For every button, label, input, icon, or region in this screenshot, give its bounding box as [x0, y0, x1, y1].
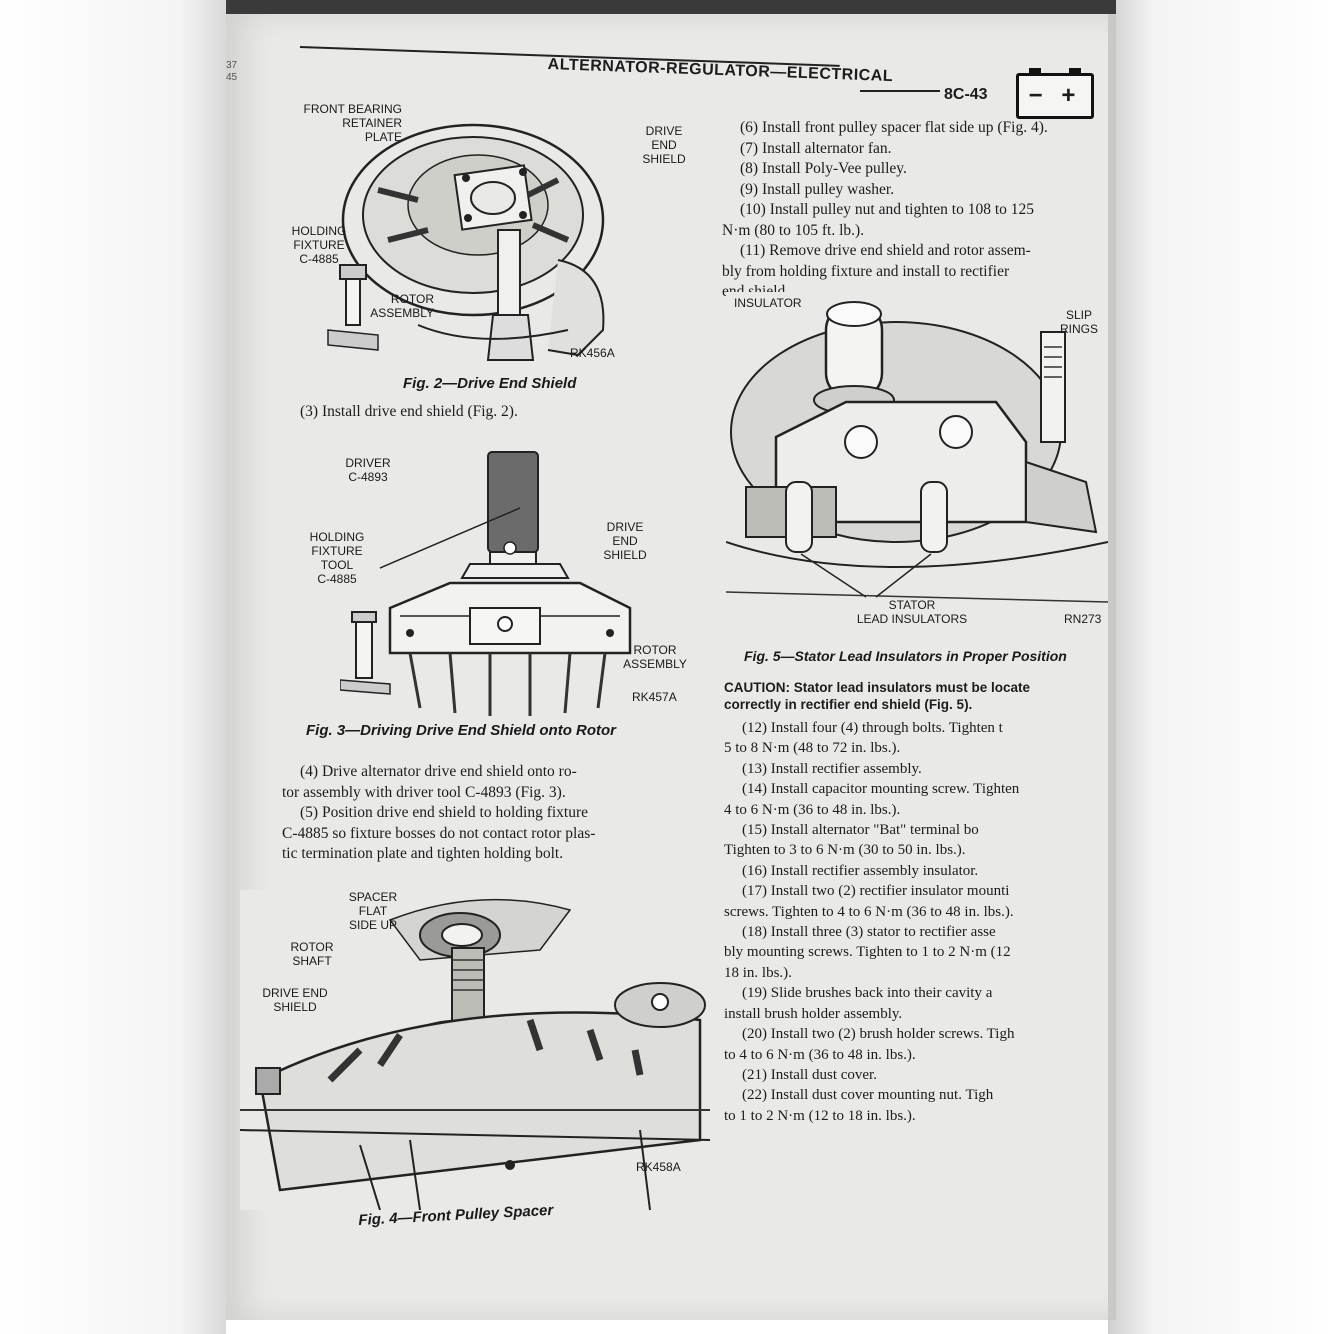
fig2-illustration	[318, 100, 618, 365]
step-10-line-1: (10) Install pulley nut and tighten to 1…	[740, 201, 1035, 218]
step-4-line-2: tor assembly with driver tool C-4893 (Fi…	[282, 783, 566, 801]
step-6: (6) Install front pulley spacer flat sid…	[740, 119, 1048, 136]
fig2-code: RK456A	[570, 346, 615, 360]
left-margin-background	[0, 0, 226, 1334]
driving-shield-drawing	[340, 448, 640, 718]
fig3-label-driver: DRIVER C-4893	[345, 456, 391, 484]
fig3-caption: Fig. 3—Driving Drive End Shield onto Rot…	[306, 722, 617, 739]
step-18-line-3: 18 in. lbs.).	[724, 964, 792, 981]
step-16: (16) Install rectifier assembly insulato…	[742, 862, 979, 879]
step-10-line-2: N·m (80 to 105 ft. lb.).	[722, 221, 865, 239]
step-20-line-1: (20) Install two (2) brush holder screws…	[742, 1026, 1015, 1043]
page-edge	[1108, 14, 1116, 1320]
fig3-label-holding-fixture-tool: HOLDING FIXTURE TOOL C-4885	[309, 530, 365, 586]
fig5-caption: Fig. 5—Stator Lead Insulators in Proper …	[744, 648, 1067, 664]
fig4-label-spacer: SPACER FLAT SIDE UP	[348, 890, 398, 932]
step-21: (21) Install dust cover.	[742, 1066, 877, 1083]
step-5-line-1: (5) Position drive end shield to holding…	[300, 804, 589, 821]
step-4-line-1: (4) Drive alternator drive end shield on…	[300, 763, 577, 780]
step-5-line-3: tic termination plate and tighten holdin…	[282, 845, 564, 862]
step-12-line-2: 5 to 8 N·m (48 to 72 in. lbs.).	[724, 740, 901, 757]
stator-lead-insulators-drawing	[726, 292, 1108, 632]
page-number: 8C-43	[944, 86, 988, 103]
step-19-line-2: install brush holder assembly.	[724, 1005, 903, 1022]
step-13: (13) Install rectifier assembly.	[742, 760, 922, 777]
fig3-code: RK457A	[632, 690, 677, 704]
step-18-line-1: (18) Install three (3) stator to rectifi…	[742, 924, 996, 941]
step-11-line-1: (11) Remove drive end shield and rotor a…	[740, 242, 1031, 259]
fig4-illustration	[240, 890, 710, 1210]
step-8: (8) Install Poly-Vee pulley.	[740, 160, 907, 177]
front-pulley-spacer-drawing	[240, 890, 710, 1210]
step-3: (3) Install drive end shield (Fig. 2).	[300, 403, 518, 420]
fig5-label-stator-lead: STATOR LEAD INSULATORS	[856, 598, 968, 626]
fig2-label-front-bearing: FRONT BEARING RETAINER PLATE	[303, 102, 402, 144]
drive-end-shield-drawing	[318, 100, 618, 365]
step-5-line-2: C-4885 so fixture bosses do not contact …	[282, 824, 596, 842]
caution-note: CAUTION: Stator lead insulators must be …	[724, 679, 1030, 713]
fig3-label-drive-end-shield: DRIVE END SHIELD	[603, 520, 647, 562]
battery-icon-text: − +	[1028, 82, 1082, 109]
step-17-line-1: (17) Install two (2) rectifier insulator…	[742, 883, 1010, 900]
step-15-line-2: Tighten to 3 to 6 N·m (30 to 50 in. lbs.…	[724, 842, 966, 859]
top-edge-shadow	[226, 0, 1116, 18]
right-margin-background	[1108, 0, 1334, 1334]
binding-numbers: 37 45	[226, 60, 238, 83]
step-19-line-1: (19) Slide brushes back into their cavit…	[742, 985, 993, 1002]
fig2-label-holding-fixture: HOLDING FIXTURE C-4885	[291, 224, 347, 266]
fig5-code: RN273	[1064, 612, 1102, 626]
battery-icon: − +	[1016, 68, 1094, 119]
steps-12-22: (12) Install four (4) through bolts. Tig…	[724, 718, 1019, 1126]
step-14-line-2: 4 to 6 N·m (36 to 48 in. lbs.).	[724, 801, 901, 818]
step-18-line-2: bly mounting screws. Tighten to 1 to 2 N…	[724, 944, 1011, 961]
step-7: (7) Install alternator fan.	[740, 139, 892, 157]
fig5-label-insulator: INSULATOR	[734, 296, 802, 310]
fig4-code: RK458A	[636, 1160, 681, 1174]
fig4-label-rotor-shaft: ROTOR SHAFT	[290, 940, 334, 968]
step-17-line-2: screws. Tighten to 4 to 6 N·m (36 to 48 …	[724, 903, 1014, 920]
fig2-label-rotor-assembly: ROTOR ASSEMBLY	[370, 292, 434, 320]
fig2-caption: Fig. 2—Drive End Shield	[403, 375, 577, 392]
fig3-label-rotor-assembly: ROTOR ASSEMBLY	[623, 643, 687, 671]
fig3-illustration	[340, 448, 640, 718]
caution-line-2: correctly in rectifier end shield (Fig. …	[724, 697, 973, 712]
step-22-line-1: (22) Install dust cover mounting nut. Ti…	[742, 1087, 994, 1104]
steps-4-5: (4) Drive alternator drive end shield on…	[282, 762, 595, 865]
step-9: (9) Install pulley washer.	[740, 180, 895, 198]
header-rule-right	[860, 90, 940, 92]
step-22-line-2: to 1 to 2 N·m (12 to 18 in. lbs.).	[724, 1107, 916, 1124]
steps-6-11: (6) Install front pulley spacer flat sid…	[722, 118, 1048, 303]
fig4-label-drive-end-shield: DRIVE END SHIELD	[262, 986, 328, 1014]
fig5-label-slip-rings: SLIP RINGS	[1059, 308, 1098, 336]
fig2-label-drive-end-shield: DRIVE END SHIELD	[642, 124, 686, 166]
step-12-line-1: (12) Install four (4) through bolts. Tig…	[742, 720, 1003, 736]
step-20-line-2: to 4 to 6 N·m (36 to 48 in. lbs.).	[724, 1046, 916, 1063]
step-14-line-1: (14) Install capacitor mounting screw. T…	[742, 781, 1020, 798]
step-11-line-2: bly from holding fixture and install to …	[722, 262, 1010, 280]
step-15-line-1: (15) Install alternator "Bat" terminal b…	[742, 822, 979, 839]
caution-line-1: CAUTION: Stator lead insulators must be …	[724, 680, 1031, 695]
fig5-illustration	[726, 292, 1108, 632]
